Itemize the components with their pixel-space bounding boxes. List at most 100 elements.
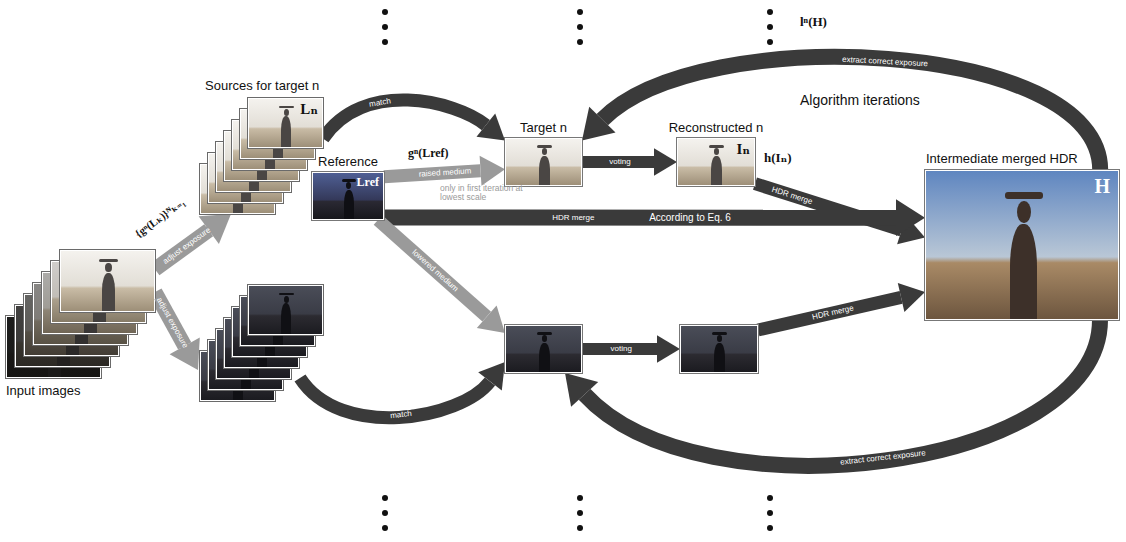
- arrow-head: [477, 113, 506, 140]
- scene-figure: [105, 263, 112, 272]
- image-heading: Input images: [6, 384, 80, 399]
- ellipsis-dot: [382, 495, 388, 501]
- connector-arrow: [582, 57, 1100, 170]
- scene-figure: [344, 190, 354, 219]
- ellipsis-dot: [382, 9, 388, 15]
- image-symbol: Iₙ: [736, 140, 750, 158]
- connector-arrow: [155, 214, 231, 269]
- scene-figure: [1010, 224, 1037, 319]
- image-heading: Reconstructed n: [669, 121, 764, 136]
- scene-figure: [284, 109, 289, 116]
- arrow-head: [565, 373, 598, 407]
- dark-image-stack: [200, 285, 323, 401]
- ellipsis-dot: [767, 495, 773, 501]
- arrow-shaft: [323, 100, 486, 139]
- scene-figure: [284, 296, 289, 303]
- formula-label: h(Iₙ): [764, 150, 792, 166]
- scene-figure: [717, 335, 722, 342]
- formula-label: gⁿ(Lref): [408, 146, 449, 161]
- scene-figure: [537, 145, 552, 147]
- source-image-stack: Sources for target nLₙ: [200, 98, 323, 214]
- flow-arrow: [300, 362, 505, 418]
- arrow-note: According to Eq. 6: [647, 213, 733, 223]
- scene-figure: [714, 148, 719, 155]
- scene-figure: [537, 332, 552, 334]
- image-heading: Sources for target n: [205, 79, 319, 94]
- arrow-head: [657, 335, 680, 363]
- arrow-shaft: [582, 156, 654, 168]
- ellipsis-dot: [382, 24, 388, 30]
- scene-figure: [712, 332, 727, 334]
- scene-figure: [714, 343, 725, 372]
- arrow-head: [898, 283, 925, 312]
- ellipsis-dot: [382, 525, 388, 531]
- scene-figure: [711, 156, 722, 185]
- image-symbol: Lₙ: [300, 100, 318, 118]
- image-symbol: Lref: [357, 175, 379, 190]
- arrow-shaft: [758, 297, 901, 330]
- scene-figure: [1017, 201, 1030, 223]
- ellipsis-dot: [577, 9, 583, 15]
- flow-arrow: [758, 283, 925, 330]
- arrow-head: [478, 362, 505, 391]
- image-frame: [60, 250, 155, 312]
- arrow-label: voting: [610, 345, 633, 353]
- hdr-image: Intermediate merged HDRH: [925, 170, 1119, 320]
- input-image-stack: Input images: [6, 250, 155, 378]
- arrow-label: adjust exposure: [161, 226, 213, 267]
- ellipsis-dot: [382, 510, 388, 516]
- image-heading: Intermediate merged HDR: [926, 152, 1078, 167]
- ellipsis-dot: [577, 495, 583, 501]
- arrow-head: [480, 156, 505, 186]
- formula-label: {gⁿ(Lₖ)}ᴺₖ₌₁: [133, 196, 188, 241]
- arrow-label: voting: [608, 158, 631, 166]
- target-image: Target n: [505, 138, 582, 186]
- flow-arrow: [155, 292, 200, 370]
- image-frame: [248, 285, 323, 335]
- scene-figure: [281, 116, 291, 147]
- dark-image: [505, 325, 582, 373]
- section-label: Algorithm iterations: [800, 92, 920, 108]
- formula-label: lⁿ(H): [800, 14, 827, 30]
- image-symbol: H: [1094, 175, 1110, 198]
- flow-arrow: [378, 220, 505, 333]
- arrow-label: lowered medium: [410, 248, 461, 294]
- arrow-head: [654, 148, 677, 176]
- ellipsis-dot: [577, 525, 583, 531]
- dark-image: [680, 325, 758, 373]
- scene-figure: [539, 156, 550, 185]
- flow-arrow: [565, 320, 1100, 466]
- ellipsis-dot: [767, 39, 773, 45]
- scene-figure: [542, 335, 547, 342]
- scene-figure: [279, 293, 294, 295]
- ellipsis-dot: [577, 24, 583, 30]
- reconstructed-image: Reconstructed nIₙ: [677, 138, 755, 186]
- connector-arrow: [323, 100, 505, 140]
- scene-figure: [342, 179, 356, 181]
- ellipsis-dot: [767, 24, 773, 30]
- scene-figure: [539, 343, 550, 372]
- arrow-shaft: [582, 343, 657, 355]
- flow-arrow: [582, 335, 680, 363]
- arrow-shaft: [384, 210, 896, 226]
- ellipsis-dot: [382, 39, 388, 45]
- reference-image: ReferenceLref: [312, 172, 384, 220]
- arrow-label: HDR merge: [551, 214, 595, 222]
- scene-figure: [102, 273, 115, 311]
- ellipsis-dot: [767, 525, 773, 531]
- scene-figure: [542, 148, 547, 155]
- arrow-shaft: [585, 320, 1100, 466]
- connector-arrow: [384, 156, 505, 186]
- scene-figure: [99, 259, 118, 262]
- connector-arrow: [582, 148, 677, 176]
- scene-figure: [1005, 192, 1043, 199]
- image-heading: Reference: [318, 155, 378, 170]
- arrow-head: [582, 107, 616, 141]
- scene-figure: [279, 106, 294, 108]
- arrow-head: [477, 306, 505, 334]
- ellipsis-dot: [767, 510, 773, 516]
- scene-figure: [709, 145, 724, 147]
- scene-figure: [281, 303, 291, 334]
- arrow-label: adjust exposure: [155, 296, 190, 351]
